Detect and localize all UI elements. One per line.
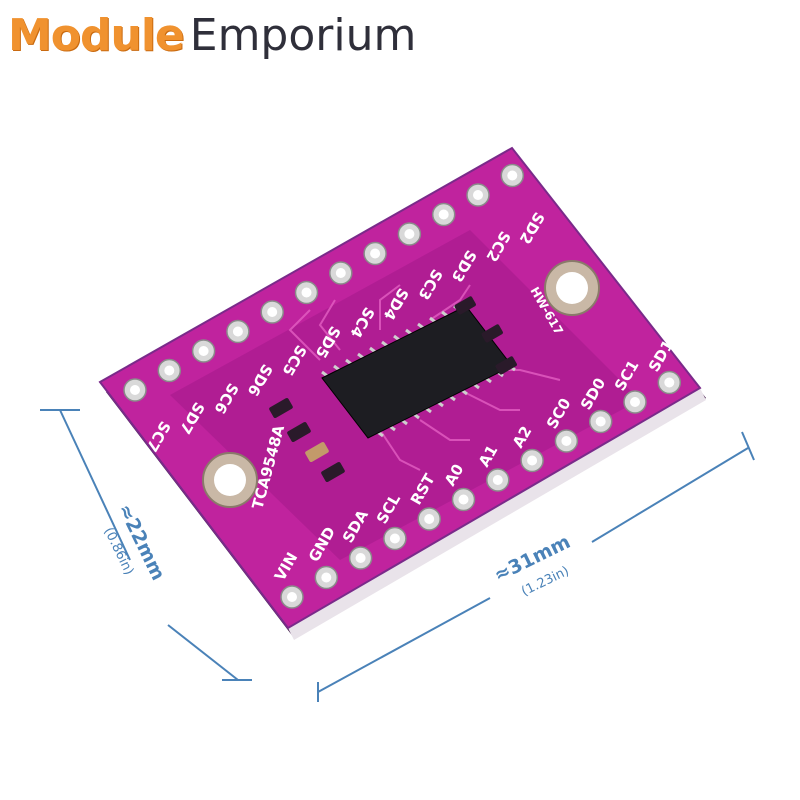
pcb-edge-side — [288, 388, 706, 640]
brand-part-1: Module — [8, 10, 185, 61]
pin-hole — [595, 416, 606, 427]
pin-hole — [232, 326, 243, 337]
pin-hole — [473, 190, 483, 200]
pin-hole — [321, 572, 332, 583]
brand-logo: Module Emporium — [8, 10, 416, 70]
pin-hole — [164, 365, 175, 376]
pin-hole — [630, 397, 640, 407]
pin-hole — [458, 494, 469, 505]
pin-hole — [198, 346, 209, 356]
pin-hole — [561, 436, 572, 446]
pin-hole — [355, 553, 366, 563]
mounting-hole-left — [202, 452, 258, 508]
dimension-width — [40, 409, 252, 681]
pin-pads-bottom — [280, 370, 682, 609]
pcb-traces — [288, 284, 561, 471]
pin-hole — [664, 377, 675, 388]
pin-hole — [438, 209, 449, 220]
mounting-hole-right — [544, 260, 600, 316]
smd-components — [269, 296, 517, 482]
pin-hole — [301, 287, 312, 298]
pin-hole — [389, 533, 400, 544]
pin-hole — [287, 592, 297, 602]
pin-pads-top — [123, 163, 525, 402]
dimension-length — [317, 431, 755, 702]
pin-hole — [527, 455, 538, 466]
pin-hole — [370, 248, 381, 259]
pin-hole — [130, 385, 140, 395]
pin-hole — [424, 514, 435, 524]
pin-hole — [335, 268, 346, 278]
pin-hole — [267, 307, 278, 317]
pin-hole — [507, 170, 518, 181]
pin-hole — [492, 475, 503, 485]
pin-hole — [404, 229, 415, 239]
brand-part-2: Emporium — [189, 10, 417, 61]
